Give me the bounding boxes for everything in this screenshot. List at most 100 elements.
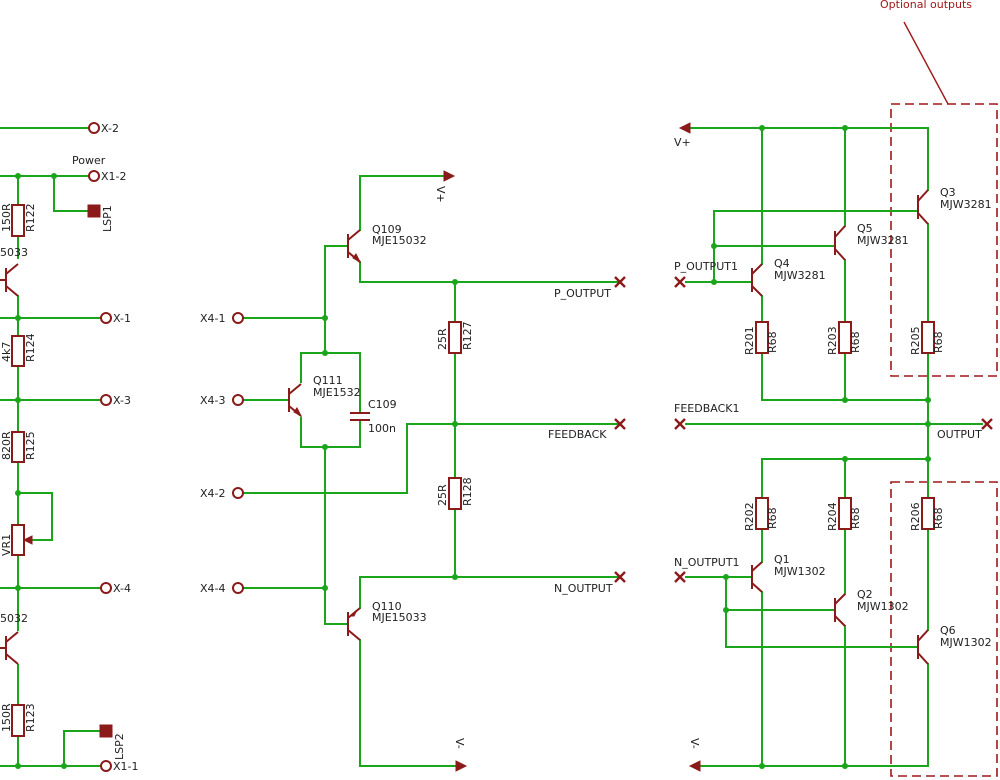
middle-section: X4-1 X4-3 X4-2 X4-4 Q109 MJE15032 Q111 M…	[200, 170, 626, 772]
schematic-label: R204	[826, 502, 839, 531]
schematic-label: R68	[849, 507, 862, 529]
transistor-q4	[751, 263, 763, 297]
schematic-label: X-4	[113, 582, 131, 595]
schematic-label: X4-4	[200, 582, 226, 595]
pad-x4-2	[232, 487, 244, 499]
schematic-label: VR1	[0, 534, 13, 556]
resistor-r206	[921, 497, 935, 530]
schematic-label: Q110	[372, 600, 402, 613]
schematic-label: 25R	[436, 328, 449, 350]
schematic-label: R68	[932, 507, 945, 529]
transistor-q111	[288, 383, 303, 418]
schematic-label: C109	[368, 398, 397, 411]
transistor-q5	[834, 225, 846, 261]
partial-transistor-bottom	[0, 631, 19, 665]
schematic-label: 5032	[0, 612, 28, 625]
schematic-label: R202	[743, 502, 756, 531]
resistor-r203	[838, 321, 852, 354]
pad-x-2	[88, 122, 100, 134]
resistor-r123	[11, 704, 25, 737]
schematic-label: Q109	[372, 223, 402, 236]
pad-x1-1	[100, 760, 112, 772]
schematic-label: R123	[24, 703, 37, 732]
schematic-label: 100n	[368, 422, 396, 435]
net-end-feedback1	[674, 418, 686, 430]
transistor-q109	[347, 229, 362, 264]
transistor-q3	[917, 189, 929, 225]
schematic-label: V-	[688, 738, 701, 749]
resistor-r128	[448, 477, 462, 510]
resistor-r122	[11, 204, 25, 237]
annotation-leader	[903, 21, 949, 105]
schematic-label: N_OUTPUT	[554, 582, 613, 595]
schematic-label: LSP2	[113, 733, 126, 760]
pad-x1-2	[88, 170, 100, 182]
schematic-label: 4k7	[0, 342, 13, 362]
right-section: V+ V- P_OUTPUT1 FEEDBACK1 N_OUTPUT1 OUTP…	[674, 122, 993, 772]
schematic-label: Q1	[774, 553, 790, 566]
schematic-label: Power	[72, 154, 106, 167]
schematic-label: R68	[766, 331, 779, 353]
schematic-label: P_OUTPUT1	[674, 260, 738, 273]
speaker-lsp2	[99, 724, 113, 738]
left-section: X-2 Power X1-2 X-1 X-3 X-4 X1-1 LSP1 LSP…	[0, 122, 139, 773]
schematic-label: R128	[461, 477, 474, 506]
schematic-label: MJW1302	[857, 600, 909, 613]
capacitor-c109	[350, 412, 370, 421]
schematic-label: Q111	[313, 374, 343, 387]
schematic-label: 5033	[0, 246, 28, 259]
schematic-label: X4-3	[200, 394, 226, 407]
schematic-label: 25R	[436, 484, 449, 506]
net-end-p-output	[614, 276, 626, 288]
transistor-q2	[834, 593, 846, 627]
schematic-label: R124	[24, 333, 37, 362]
pad-x4-3	[232, 394, 244, 406]
schematic-label: X-1	[113, 312, 131, 325]
schematic-label: MJE15032	[372, 234, 427, 247]
schematic-label: R68	[766, 507, 779, 529]
resistor-r127	[448, 321, 462, 354]
schematic-label: R206	[909, 502, 922, 531]
schematic-label: X1-1	[113, 760, 139, 773]
schematic-label: R125	[24, 431, 37, 460]
schematic-label: V+	[674, 136, 691, 149]
schematic-label: 150R	[0, 703, 13, 732]
pad-x-1	[100, 312, 112, 324]
resistor-r201	[755, 321, 769, 354]
net-end-n-output1	[674, 571, 686, 583]
schematic-label: X-2	[101, 122, 119, 135]
schematic-label: MJW1302	[774, 565, 826, 578]
schematic-label: V+	[434, 186, 447, 203]
schematic-label: MJW3281	[857, 234, 909, 247]
schematic-label: R205	[909, 326, 922, 355]
schematic-label: 820R	[0, 431, 13, 460]
schematic-label: X-3	[113, 394, 131, 407]
schematic-label: MJW1302	[940, 636, 992, 649]
optional-output-box-top	[890, 103, 998, 377]
schematic-label: Q6	[940, 624, 956, 637]
schematic-label: LSP1	[101, 205, 114, 232]
schematic-label: R201	[743, 326, 756, 355]
schematic-label: R127	[461, 321, 474, 350]
schematic-label: MJW3281	[774, 269, 826, 282]
schematic-label: N_OUTPUT1	[674, 556, 740, 569]
pad-x4-1	[232, 312, 244, 324]
transistor-q110	[347, 607, 361, 641]
resistor-r124	[11, 335, 25, 367]
net-end-n-output	[614, 571, 626, 583]
speaker-lsp1	[87, 204, 101, 218]
pad-x-4	[100, 582, 112, 594]
schematic-label: Q2	[857, 588, 873, 601]
resistor-r125	[11, 431, 25, 463]
pad-x4-4	[232, 582, 244, 594]
schematic-label: P_OUTPUT	[554, 287, 611, 300]
net-end-output	[981, 418, 993, 430]
transistor-q1	[751, 561, 763, 593]
schematic-label: OUTPUT	[937, 428, 982, 441]
schematic-label: R122	[24, 203, 37, 232]
resistor-r204	[838, 497, 852, 530]
pad-x-3	[100, 394, 112, 406]
net-end-feedback	[614, 418, 626, 430]
net-end-p-output1	[674, 276, 686, 288]
